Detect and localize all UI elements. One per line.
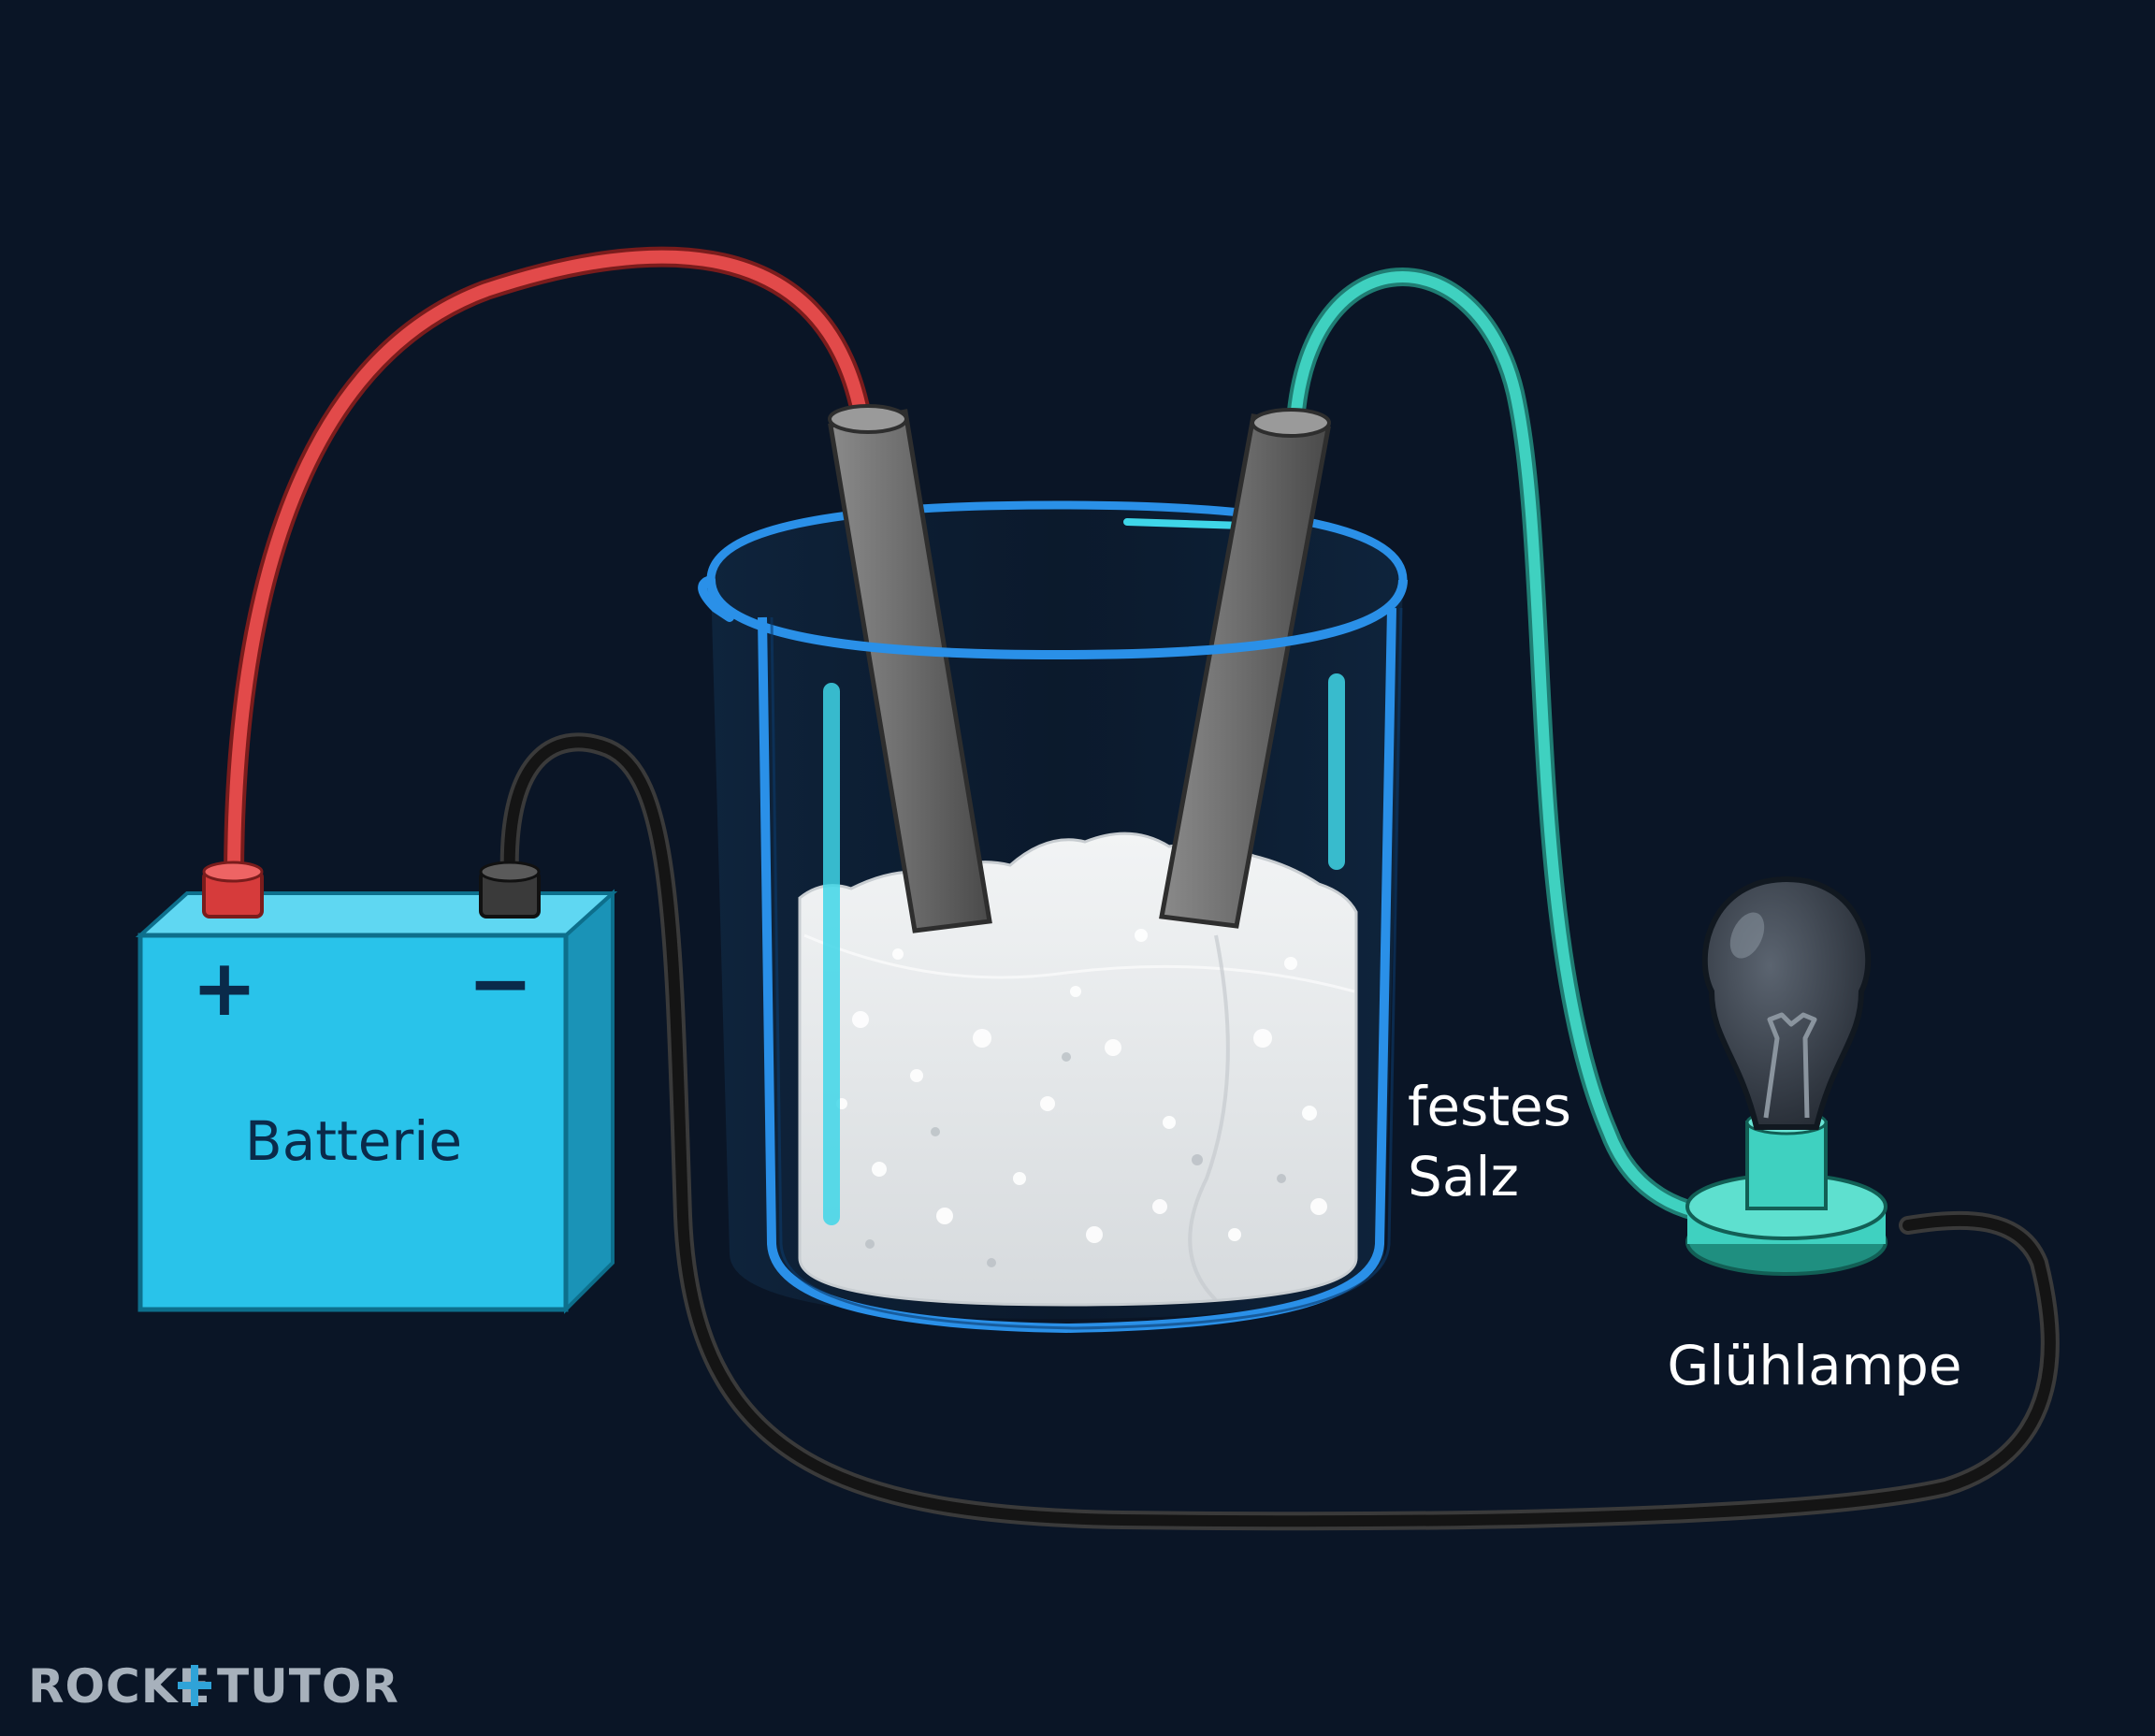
battery-plus-sign: + — [192, 942, 257, 1034]
svg-text:TUTOR: TUTOR — [217, 1659, 399, 1714]
electrode-left — [828, 404, 992, 933]
positive-terminal — [202, 861, 264, 919]
lamp-label: Glühlampe — [1667, 1334, 1961, 1397]
wire-negative — [499, 732, 2060, 1531]
beaker-front — [698, 575, 1408, 1334]
solid-salt — [798, 832, 1358, 1307]
wire-lamp — [1286, 268, 1740, 1225]
salt-label-line1: festes — [1408, 1075, 1571, 1138]
battery-minus-sign: − — [468, 937, 533, 1029]
battery: + − Batterie — [135, 861, 618, 1314]
brand-logo: ROCKE TUTOR — [28, 1659, 399, 1714]
salt-label-line2: Salz — [1408, 1145, 1519, 1208]
electrode-right — [1159, 408, 1331, 929]
negative-terminal — [479, 861, 541, 919]
wire-positive — [224, 246, 871, 890]
light-bulb — [1685, 875, 1887, 1276]
battery-label: Batterie — [245, 1109, 462, 1173]
